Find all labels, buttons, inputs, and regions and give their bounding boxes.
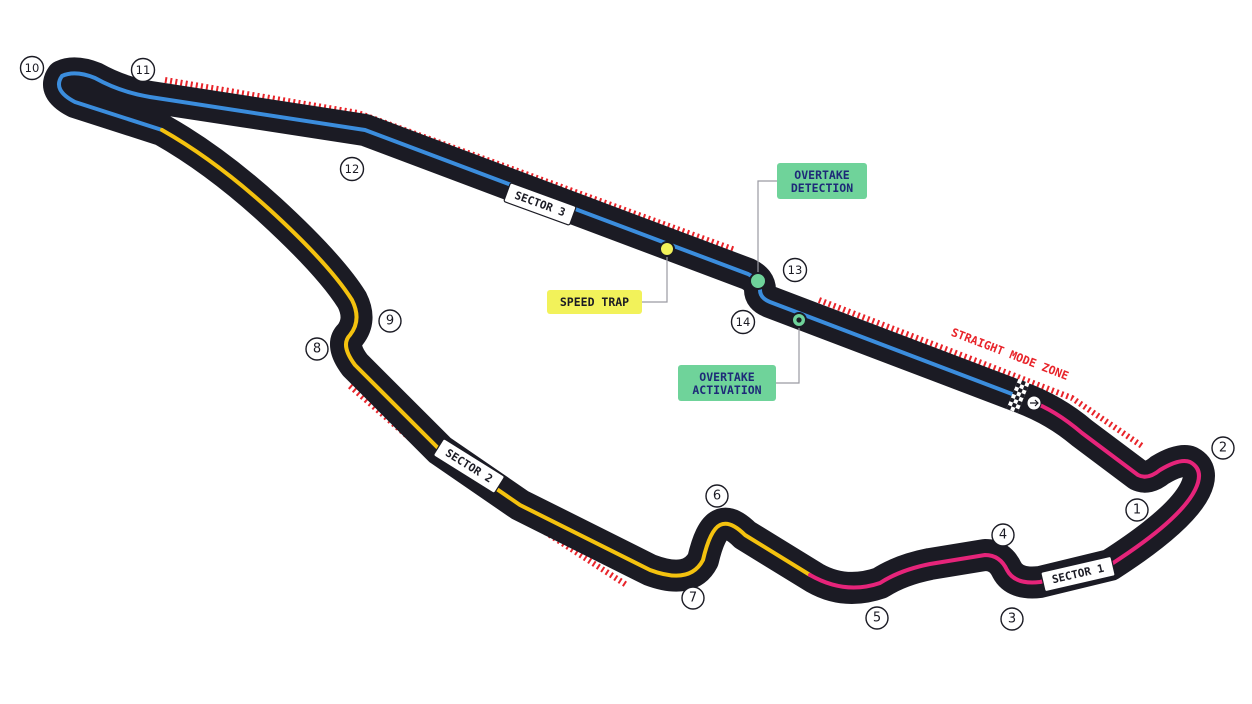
svg-text:13: 13 [788, 263, 803, 277]
sector-3-line [57, 71, 1022, 399]
overtake-activation-marker-center [796, 317, 802, 323]
sector-lines [57, 71, 1201, 590]
turn-4: 4 [991, 523, 1015, 547]
checkered-flag-icon [1006, 378, 1030, 414]
svg-text:6: 6 [713, 489, 721, 504]
turn-5: 5 [865, 606, 889, 630]
overtake-detection-leader [757, 180, 777, 281]
turn-2: 2 [1211, 436, 1235, 460]
svg-text:11: 11 [136, 63, 151, 77]
sector-2-line [160, 128, 812, 578]
svg-text:14: 14 [736, 315, 751, 329]
straight-mode-zone-back-straight [164, 77, 737, 253]
svg-text:9: 9 [386, 314, 394, 329]
svg-text:7: 7 [689, 591, 697, 606]
svg-text:DETECTION: DETECTION [791, 181, 853, 195]
overtake-activation-callout: OVERTAKE ACTIVATION [678, 365, 776, 401]
turn-13: 13 [782, 257, 808, 283]
speed-trap-leader [642, 249, 668, 303]
straight-mode-zone-main-straight [817, 297, 1144, 449]
turn-10: 10 [19, 55, 45, 81]
turn-markers: 1 2 3 4 5 6 7 8 9 10 11 12 13 14 [19, 55, 1235, 631]
turn-8: 8 [305, 337, 329, 361]
overtake-detection-marker [749, 272, 767, 290]
turn-14: 14 [730, 309, 756, 335]
overtake-activation-leader [776, 320, 800, 384]
turn-6: 6 [705, 484, 729, 508]
svg-text:8: 8 [313, 342, 321, 357]
svg-text:SPEED TRAP: SPEED TRAP [560, 295, 629, 309]
svg-text:5: 5 [873, 611, 881, 626]
speed-trap-callout: SPEED TRAP [547, 290, 642, 314]
svg-text:1: 1 [1133, 503, 1141, 518]
svg-text:10: 10 [25, 61, 40, 75]
svg-text:2: 2 [1219, 441, 1227, 456]
turn-7: 7 [681, 586, 705, 610]
overtake-detection-callout: OVERTAKE DETECTION [777, 163, 867, 199]
svg-text:OVERTAKE: OVERTAKE [699, 370, 754, 384]
turn-3: 3 [1000, 607, 1024, 631]
turn-1: 1 [1125, 498, 1149, 522]
svg-text:3: 3 [1008, 612, 1016, 627]
direction-arrow-icon [1026, 395, 1042, 411]
turn-9: 9 [378, 309, 402, 333]
svg-text:OVERTAKE: OVERTAKE [794, 168, 849, 182]
turn-11: 11 [130, 57, 156, 83]
turn-12: 12 [339, 156, 365, 182]
svg-text:ACTIVATION: ACTIVATION [692, 383, 761, 397]
track-asphalt [43, 57, 1215, 604]
svg-text:12: 12 [345, 162, 360, 176]
svg-text:4: 4 [999, 528, 1007, 543]
sector-1-line [808, 399, 1201, 590]
speed-trap-marker [659, 241, 675, 257]
